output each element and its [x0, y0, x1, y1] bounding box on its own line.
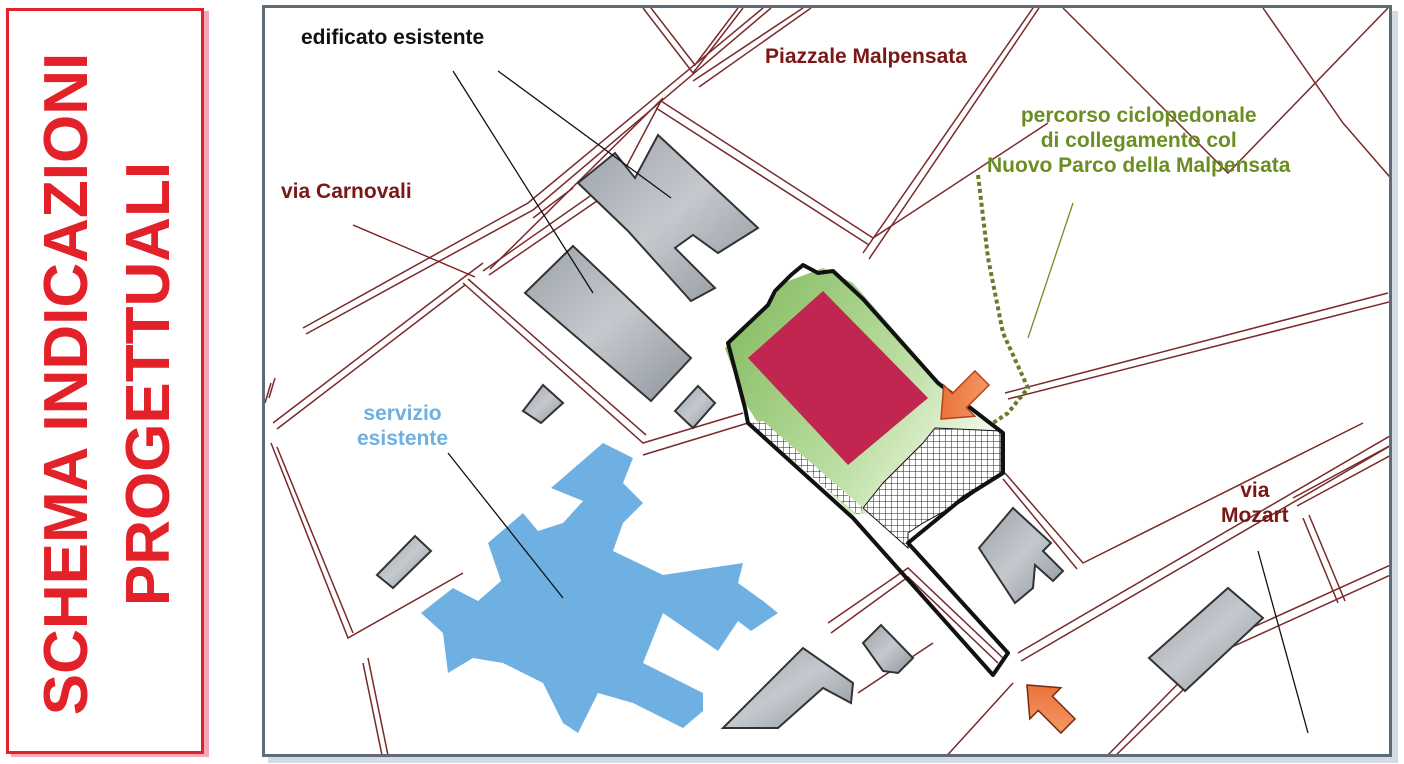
- building-7: [861, 623, 915, 675]
- cross-hatch-band: [748, 421, 863, 515]
- label-existing-service: servizio esistente: [357, 401, 448, 451]
- label-cycle-path-line3: Nuovo Parco della Malpensata: [987, 154, 1291, 177]
- label-cycle-path: percorso ciclopedonale di collegamento c…: [987, 103, 1290, 178]
- existing-buildings: [375, 133, 1265, 729]
- street-network: [265, 8, 1389, 754]
- access-arrow-icon: [1026, 684, 1077, 735]
- title-box: SCHEMA INDICAZIONI PROGETTUALI: [6, 8, 204, 754]
- label-via-mozart-line1: via: [1240, 479, 1270, 502]
- project-crimson-building: [748, 291, 928, 465]
- building-2: [523, 244, 693, 403]
- title-line-2: PROGETTUALI: [114, 161, 183, 607]
- map-frame: edificato esistente Piazzale Malpensata …: [262, 5, 1392, 757]
- cycle-path: [976, 174, 1031, 425]
- site-map: [265, 8, 1389, 754]
- label-cycle-path-line1: percorso ciclopedonale: [1020, 104, 1257, 127]
- existing-service-area: [421, 443, 778, 733]
- label-via-mozart: via Mozart: [1221, 478, 1289, 528]
- building-4: [673, 384, 717, 430]
- access-arrow-icon: [940, 369, 991, 420]
- label-via-carnovali: via Carnovali: [281, 180, 412, 203]
- label-existing-service-line1: servizio: [363, 402, 442, 425]
- label-leaders: [352, 70, 1309, 734]
- label-cycle-path-line2: di collegamento col: [1040, 129, 1237, 152]
- building-3: [521, 383, 565, 425]
- title-line-1: SCHEMA INDICAZIONI: [32, 52, 101, 716]
- building-9: [1147, 586, 1265, 693]
- label-via-mozart-line2: Mozart: [1221, 504, 1289, 527]
- label-existing-service-line2: esistente: [357, 427, 449, 450]
- page-title: SCHEMA INDICAZIONI PROGETTUALI: [26, 53, 190, 715]
- project-boundary: [726, 263, 1010, 677]
- building-6: [977, 506, 1065, 605]
- building-5: [375, 534, 433, 590]
- building-8: [720, 646, 855, 729]
- building-1: [576, 133, 760, 303]
- label-piazzale-malpensata: Piazzale Malpensata: [765, 45, 967, 68]
- label-existing-buildings: edificato esistente: [301, 26, 485, 49]
